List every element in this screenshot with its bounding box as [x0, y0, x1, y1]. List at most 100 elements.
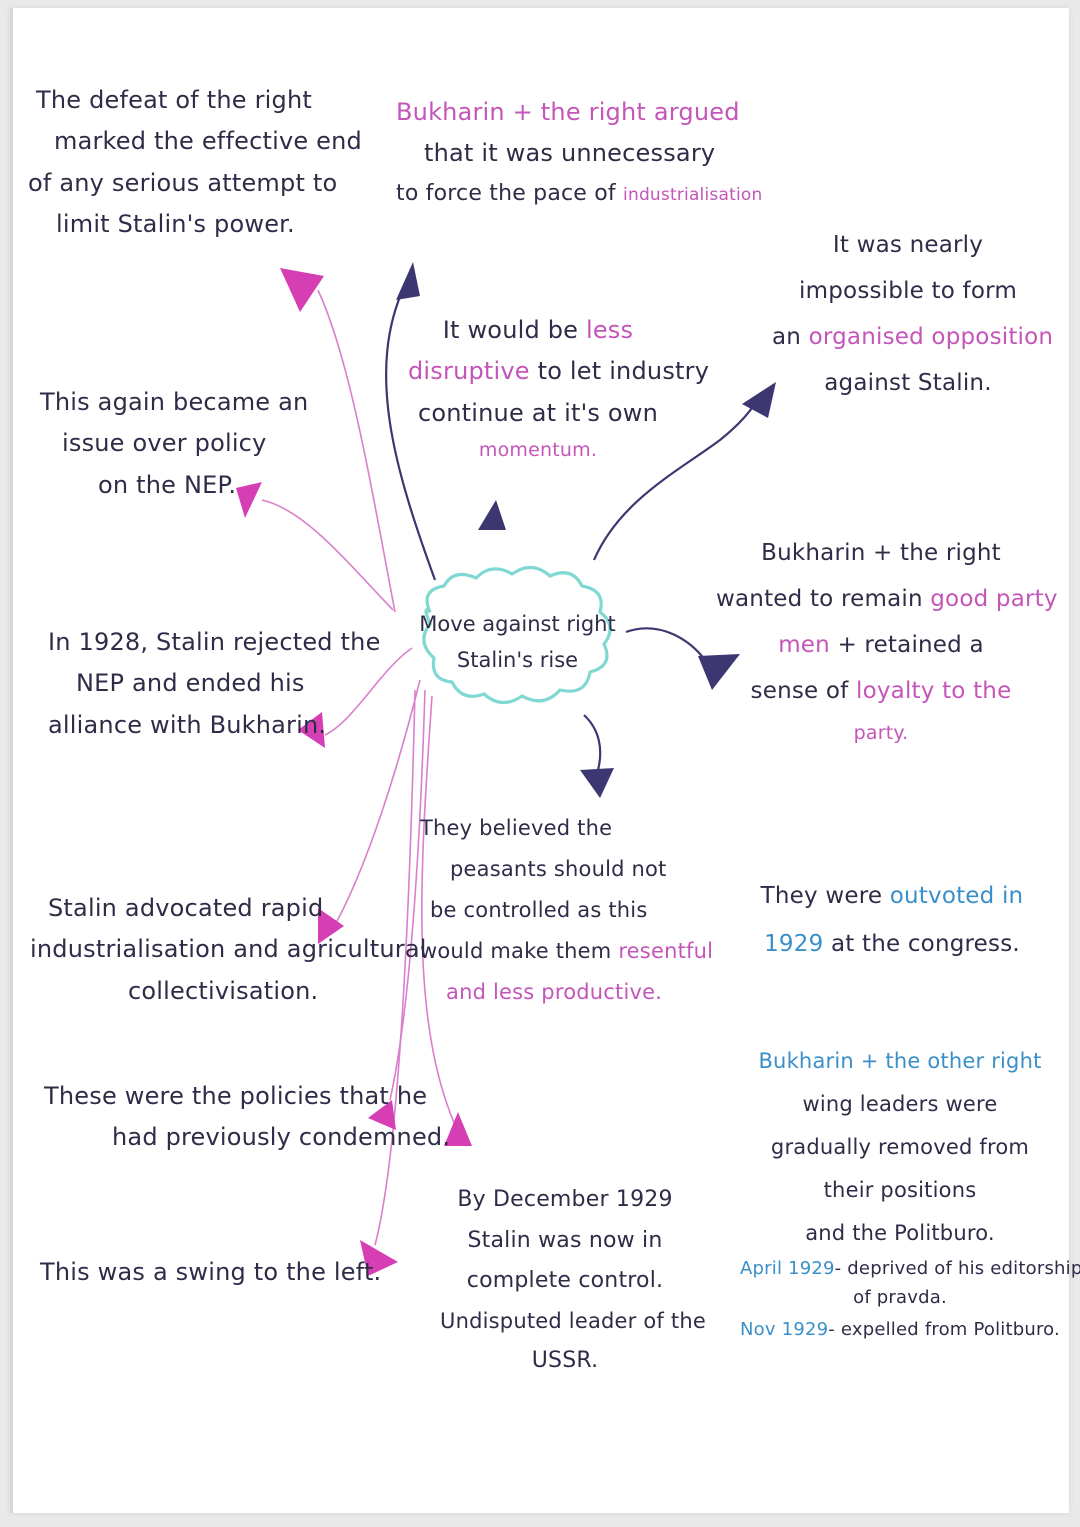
central-topic-line1: Move against right — [419, 612, 616, 636]
connector-to-1928 — [324, 647, 413, 736]
note-line: would make them resentful — [420, 931, 713, 972]
note-highlight: disruptive — [408, 357, 530, 386]
note-line: marked the effective end — [54, 127, 362, 156]
note-line: an organised opposition — [772, 314, 1053, 360]
note-line: and less productive. — [446, 979, 663, 1004]
note-line: NEP and ended his — [76, 669, 305, 698]
arrowhead-1928 — [298, 712, 325, 748]
note-fragment: to force the pace of — [396, 180, 624, 206]
note-organised-opposition: It was nearly impossible to form an orga… — [772, 222, 1053, 406]
note-line: sense of loyalty to the — [716, 668, 1046, 714]
note-line: against Stalin. — [824, 370, 992, 396]
note-highlight: April 1929 — [740, 1258, 835, 1280]
note-line: It would be less — [408, 310, 668, 351]
pink-connectors — [261, 289, 456, 1246]
note-line: issue over policy — [62, 429, 267, 458]
note-removed-from-positions: Bukharin + the other right wing leaders … — [740, 1040, 1080, 1347]
note-line: Undisputed leader of the — [440, 1309, 706, 1334]
note-fragment: to let industry — [529, 357, 710, 386]
connector-to-loyal — [625, 627, 706, 661]
note-line: By December 1929 — [457, 1187, 673, 1212]
arrowhead-again — [236, 482, 262, 518]
note-fragment: would make them — [420, 938, 619, 963]
note-fragment: sense of — [750, 678, 856, 704]
connector-to-nearly — [592, 394, 761, 561]
arrowhead-policies — [368, 1100, 396, 1130]
note-highlight: good party — [930, 586, 1058, 612]
connector-to-december — [421, 695, 456, 1126]
arrowhead-swing — [360, 1240, 398, 1276]
note-issue-over-policy: This again became an issue over policy o… — [40, 382, 308, 506]
note-line: alliance with Bukharin. — [48, 710, 327, 739]
note-1928-rejected-nep: In 1928, Stalin rejected the NEP and end… — [48, 622, 381, 746]
center-cloud — [422, 565, 612, 705]
note-highlight: industrialisation — [623, 184, 763, 205]
note-defeat-of-right: The defeat of the right marked the effec… — [28, 80, 362, 245]
note-fragment: It would be — [442, 316, 586, 344]
note-less-disruptive: It would be less disruptive to let indus… — [408, 310, 709, 466]
note-line: Nov 1929- expelled from Politburo. — [740, 1313, 1060, 1347]
note-line: The defeat of the right — [36, 86, 312, 114]
arrowhead-loyal — [698, 654, 740, 690]
note-line: had previously condemned. — [112, 1123, 451, 1152]
note-line: In 1928, Stalin rejected the — [48, 628, 381, 656]
notebook-page — [10, 8, 1069, 1513]
note-line: be controlled as this — [430, 897, 648, 922]
note-loyal-party-men: Bukharin + the right wanted to remain go… — [716, 530, 1057, 752]
note-swing-to-left: This was a swing to the left. — [40, 1252, 381, 1293]
note-line: industrialisation and agricultural — [30, 935, 427, 964]
note-bukharin-argued: Bukharin + the right argued that it was … — [396, 92, 762, 212]
note-line: momentum. — [478, 438, 598, 461]
note-line: continue at it's own — [417, 398, 659, 427]
arrowhead-advocated — [318, 908, 344, 944]
note-fragment: - deprived of his editorship — [834, 1258, 1080, 1280]
central-topic-text: Move against right Stalin's rise — [415, 607, 620, 678]
connector-to-swing — [374, 689, 416, 1246]
central-topic-line2: Stalin's rise — [456, 647, 579, 672]
note-outvoted: They were outvoted in 1929 at the congre… — [752, 872, 1032, 969]
connector-to-defeat — [317, 289, 396, 613]
note-line: collectivisation. — [128, 976, 319, 1005]
note-fragment: - expelled from Politburo. — [828, 1318, 1060, 1340]
note-highlight: organised opposition — [808, 324, 1054, 350]
connector-to-policies — [389, 689, 426, 1101]
connector-to-advocated — [334, 679, 421, 926]
note-line: impossible to form — [799, 278, 1017, 304]
note-line: to force the pace of industrialisation — [396, 175, 762, 213]
magenta-arrowheads — [236, 268, 472, 1276]
note-highlight: less — [585, 316, 634, 344]
note-line: USSR. — [531, 1347, 599, 1373]
note-line: wanted to remain good party — [716, 576, 1057, 622]
note-line: limit Stalin's power. — [56, 209, 295, 238]
note-previously-condemned: These were the policies that he had prev… — [44, 1076, 450, 1159]
note-line: Stalin advocated rapid — [48, 894, 324, 922]
note-highlight: outvoted — [889, 883, 995, 909]
note-fragment: in — [994, 883, 1024, 909]
note-line: Bukharin + the right — [761, 540, 1001, 566]
note-line: of pravda. — [853, 1287, 947, 1309]
navy-arrowheads — [396, 262, 776, 798]
note-line: These were the policies that he — [44, 1082, 428, 1110]
note-line: peasants should not — [450, 856, 667, 881]
note-line: They were outvoted in — [752, 872, 1032, 920]
note-line: gradually removed from — [770, 1135, 1030, 1160]
note-line: complete control. — [466, 1268, 664, 1294]
note-fragment: an — [772, 324, 809, 350]
note-highlight: 1929 — [764, 931, 824, 958]
note-highlight: men — [778, 632, 830, 658]
note-line: of any serious attempt to — [28, 168, 338, 197]
note-highlight: loyalty to the — [855, 678, 1012, 704]
note-line: disruptive to let industry — [408, 351, 709, 392]
note-line: This again became an — [40, 388, 309, 416]
navy-connectors — [385, 284, 761, 771]
note-line: Bukharin + the right argued — [396, 98, 740, 126]
arrowhead-argued — [396, 262, 420, 300]
note-december-1929: By December 1929 Stalin was now in compl… — [440, 1180, 706, 1382]
note-line: 1929 at the congress. — [752, 920, 1032, 968]
note-line: men + retained a — [716, 622, 1046, 668]
note-line: their positions — [823, 1178, 977, 1203]
arrowhead-peasants — [580, 768, 614, 798]
note-line: They believed the — [420, 816, 613, 840]
note-peasants: They believed the peasants should not be… — [420, 808, 713, 1013]
